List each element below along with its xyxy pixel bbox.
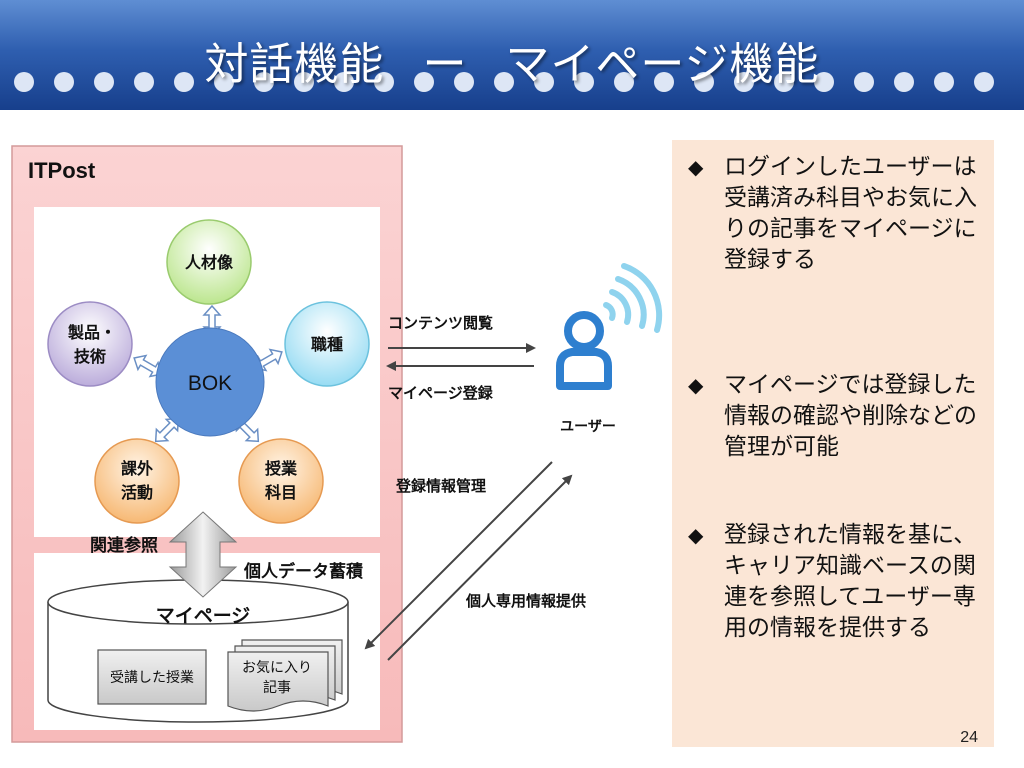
header-dot (574, 72, 594, 92)
header-dot (334, 72, 354, 92)
bullet-text: ログインしたユーザーは受講済み科目やお気に入りの記事をマイページに登録する (724, 154, 977, 273)
doc-jukou-jugyo (97, 649, 207, 705)
node-kagai-label-1: 課外 (121, 459, 153, 478)
header-dot-band (14, 72, 994, 92)
header-dot (694, 72, 714, 92)
kojin-senyo-teikyo-label: 個人専用情報提供 (465, 592, 586, 610)
header-dot (654, 72, 674, 92)
header-dot (374, 72, 394, 92)
slide-title: 対話機能ーマイページ機能 (0, 28, 1024, 92)
bullet-text: 登録された情報を基に、キャリア知識ベースの関連を参照してユーザー専用の情報を提供… (724, 522, 977, 641)
doc-okiniiri-label-2: 記事 (263, 679, 291, 696)
node-jugyo-label-1: 授業 (265, 459, 298, 478)
header-dot (214, 72, 234, 92)
header-dot (774, 72, 794, 92)
kanren-double-arrow (168, 511, 238, 598)
header-dot (974, 72, 994, 92)
title-separator: ー (422, 39, 468, 90)
node-jinzaizo-label: 人材像 (185, 253, 234, 272)
node-shokushu (284, 301, 370, 387)
node-kagai-katsudo (94, 438, 180, 524)
node-shokushu-label: 職種 (311, 335, 343, 354)
contents-etsuran-label: コンテンツ閲覧 (388, 314, 493, 332)
header-dot (814, 72, 834, 92)
header-dot (14, 72, 34, 92)
node-jinzaizo (166, 219, 252, 305)
node-seihin-label-2: 技術 (74, 347, 106, 366)
diamond-bullet-icon: ◆ (688, 373, 704, 397)
node-seihin-label-1: 製品・ (67, 323, 116, 342)
bullet-career-info: ◆ 登録された情報を基に、キャリア知識ベースの関連を参照してユーザー専用の情報を… (688, 520, 988, 644)
header-dot (854, 72, 874, 92)
header-dot (614, 72, 634, 92)
description-panel (672, 140, 994, 747)
bok-node (155, 327, 265, 437)
header-dot (254, 72, 274, 92)
arrow-kojin-senyo-teikyo (364, 461, 553, 650)
doc-okiniiri-stack (227, 639, 343, 712)
node-kagai-label-2: 活動 (121, 483, 153, 502)
header-dot (934, 72, 954, 92)
kanren-sansho-label: 関連参照 (90, 535, 158, 556)
mypage-label: マイページ (156, 605, 251, 627)
page-number: 24 (960, 729, 978, 746)
header-dot (54, 72, 74, 92)
node-seihin-gijutsu (47, 301, 133, 387)
kojin-data-chikuseki-label: 個人データ蓄積 (243, 561, 364, 582)
signal-waves-icon (603, 263, 663, 333)
doc-jukou-jugyo-label: 受講した授業 (110, 670, 194, 686)
header-dot (454, 72, 474, 92)
bullet-text: マイページでは登録した情報の確認や削除などの管理が可能 (724, 372, 977, 460)
doc-okiniiri-label-1: お気に入り (242, 660, 312, 676)
node-jugyo-label-2: 科目 (265, 483, 297, 502)
header-dot (414, 72, 434, 92)
header-dot (534, 72, 554, 92)
diamond-bullet-icon: ◆ (688, 523, 704, 547)
header-dot (494, 72, 514, 92)
header-dot (294, 72, 314, 92)
bullet-mypage-manage: ◆ マイページでは登録した情報の確認や削除などの管理が可能 (688, 370, 988, 463)
header-dot (894, 72, 914, 92)
arrow-touroku-joho-kanri (387, 474, 573, 661)
mypage-touroku-label: マイページ登録 (388, 384, 494, 402)
bok-label: BOK (188, 372, 232, 395)
touroku-joho-kanri-label: 登録情報管理 (395, 477, 486, 495)
itpost-label: ITPost (28, 158, 96, 183)
user-icon (556, 311, 612, 390)
header-dot (174, 72, 194, 92)
node-jugyo-kamoku (238, 438, 324, 524)
slide-header: 対話機能ーマイページ機能 (0, 0, 1024, 110)
header-dot (734, 72, 754, 92)
header-dot (94, 72, 114, 92)
user-label: ユーザー (560, 419, 616, 435)
title-left: 対話機能 (204, 39, 385, 90)
bullet-login-register: ◆ ログインしたユーザーは受講済み科目やお気に入りの記事をマイページに登録する (688, 152, 988, 276)
title-right: マイページ機能 (505, 39, 820, 90)
diamond-bullet-icon: ◆ (688, 155, 704, 179)
header-dot (134, 72, 154, 92)
